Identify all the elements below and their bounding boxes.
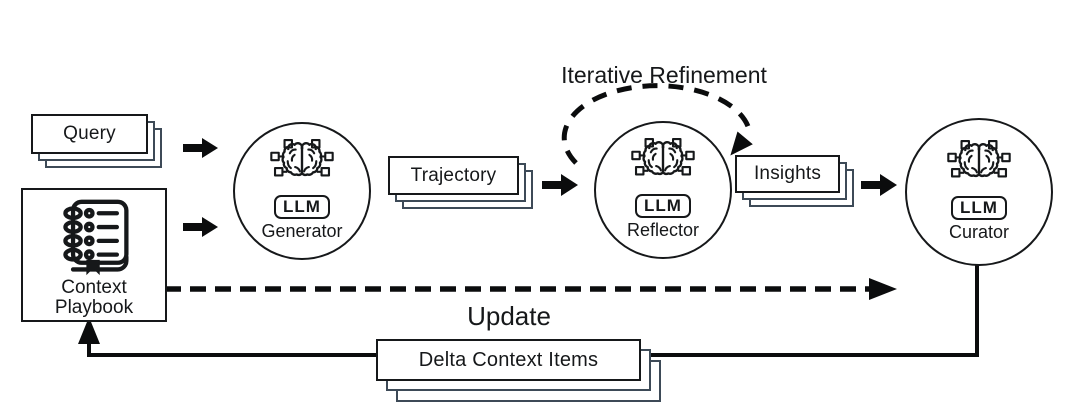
trajectory-label: Trajectory — [410, 164, 497, 186]
delta-box-front: Delta Context Items — [376, 339, 641, 381]
llm-brain-chip-icon — [947, 140, 1011, 195]
query-label: Query — [63, 123, 116, 144]
context-playbook-label-line2: Playbook — [54, 297, 134, 318]
update-dashed-arrow — [165, 278, 897, 300]
insights-box: Insights — [735, 155, 854, 207]
arrow-playbook-to-generator-icon — [183, 217, 218, 237]
trajectory-box: Trajectory — [388, 156, 533, 209]
insights-box-front: Insights — [735, 155, 840, 193]
curator-label: Curator — [948, 222, 1010, 242]
query-box: Query — [31, 114, 162, 168]
context-playbook-label-line1: Context — [61, 277, 127, 298]
trajectory-box-front: Trajectory — [388, 156, 519, 195]
arrow-insights-to-curator-icon — [861, 174, 897, 196]
curator-node: LLM Curator — [905, 118, 1053, 266]
llm-brain-chip-icon — [631, 138, 695, 193]
llm-badge: LLM — [635, 194, 691, 218]
query-box-front: Query — [31, 114, 148, 154]
llm-brain-chip-icon — [270, 139, 334, 194]
llm-badge: LLM — [274, 195, 330, 219]
llm-badge: LLM — [951, 196, 1007, 220]
update-annotation: Update — [467, 301, 551, 331]
iterative-refinement-loop — [561, 83, 753, 165]
arrow-query-to-generator-icon — [183, 138, 218, 158]
delta-context-items-label: Delta Context Items — [418, 348, 599, 371]
reflector-node: LLM Reflector — [594, 121, 732, 259]
arrow-trajectory-to-reflector-icon — [542, 174, 578, 196]
context-playbook-label: Context Playbook — [55, 278, 133, 318]
generator-node: LLM Generator — [233, 122, 371, 260]
context-playbook-box: Context Playbook — [21, 188, 167, 322]
generator-label: Generator — [261, 221, 343, 241]
notebook-icon — [53, 198, 135, 278]
flow-arrow-icons — [183, 138, 897, 237]
reflector-label: Reflector — [626, 220, 700, 240]
insights-label: Insights — [753, 163, 822, 184]
delta-context-items-box: Delta Context Items — [376, 339, 661, 402]
iterative-refinement-annotation: Iterative Refinement — [561, 62, 767, 88]
